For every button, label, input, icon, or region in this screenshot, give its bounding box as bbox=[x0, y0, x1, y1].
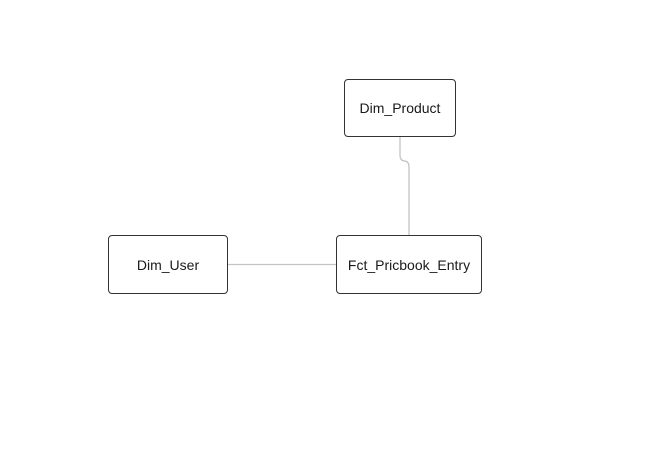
entity-node-fct-pricbook-entry[interactable]: Fct_Pricbook_Entry bbox=[336, 235, 482, 294]
edge-dim-product-to-fct-pricbook-entry bbox=[399, 137, 410, 235]
entity-node-label: Dim_Product bbox=[359, 100, 441, 116]
entity-node-dim-user[interactable]: Dim_User bbox=[108, 235, 228, 294]
entity-node-label: Dim_User bbox=[136, 256, 200, 273]
entity-node-dim-product[interactable]: Dim_Product bbox=[344, 79, 456, 137]
entity-node-label: Fct_Pricbook_Entry bbox=[347, 256, 471, 273]
